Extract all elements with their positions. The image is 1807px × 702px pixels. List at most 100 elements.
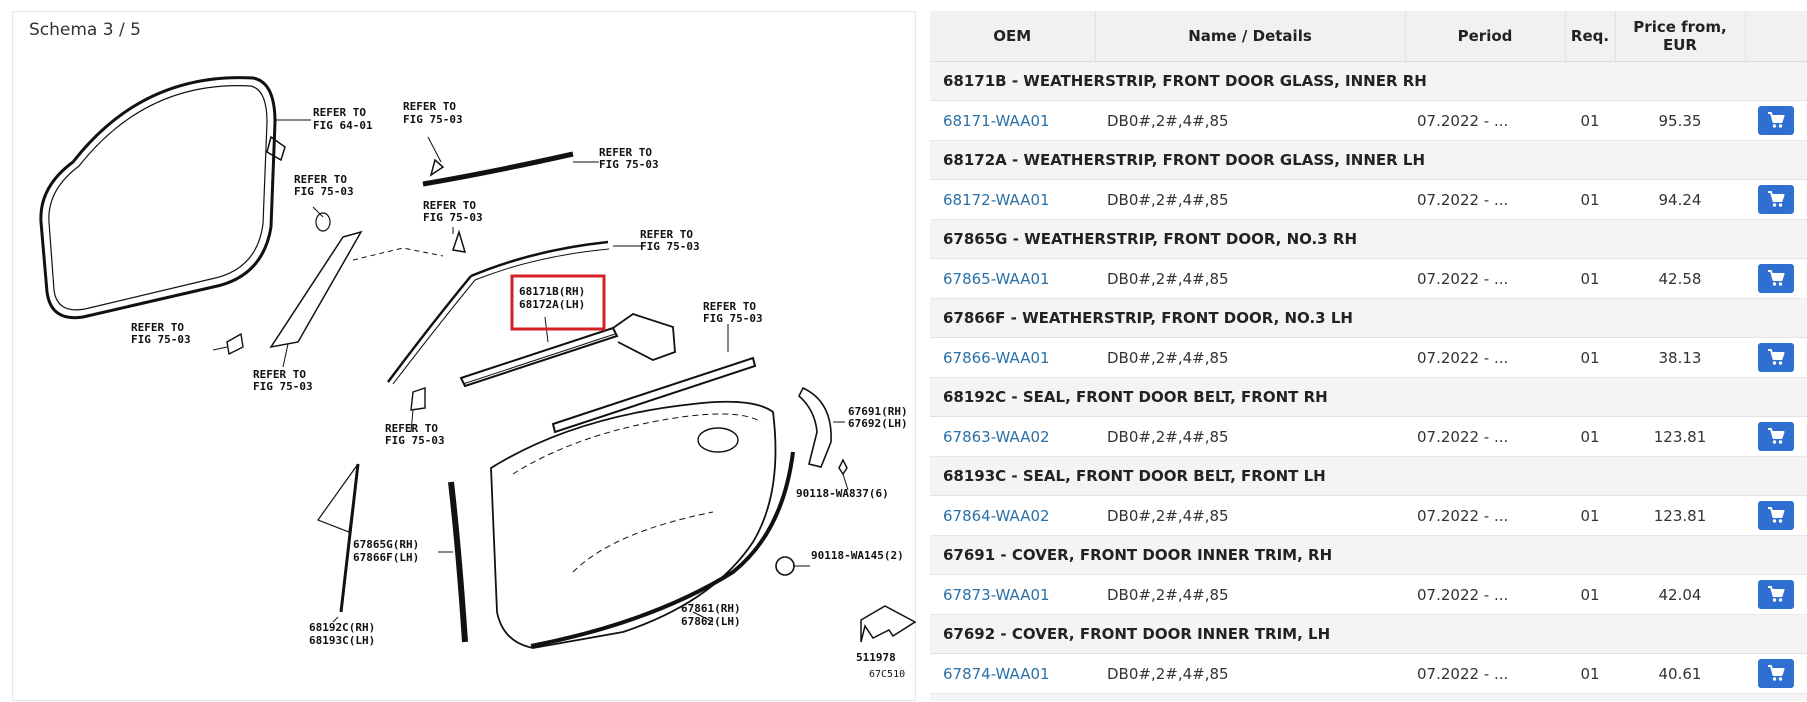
oem-link[interactable]: 67864-WAA02 [943,506,1050,525]
price-cell: 38.13 [1615,337,1745,378]
cart-cell [1745,416,1807,457]
period-cell: 07.2022 - ... [1405,653,1565,694]
group-title: 68193C - SEAL, FRONT DOOR BELT, FRONT LH [930,456,1807,496]
details-cell: DB0#,2#,4#,85 [1095,495,1405,536]
header-period[interactable]: Period [1404,11,1565,62]
glass-run-channel [387,240,609,383]
group-row: 68193C - SEAL, FRONT DOOR BELT, FRONT LH [930,456,1807,496]
add-to-cart-button[interactable] [1758,343,1794,372]
label-part-67861: 67861(RH) [681,602,741,615]
outer-belt-molding [551,356,757,434]
label-refer-to: REFER TO [599,146,652,159]
cart-cell [1745,574,1807,615]
period-cell: 07.2022 - ... [1405,258,1565,299]
req-cell: 01 [1565,179,1615,220]
label-code-67c510: 67C510 [869,669,905,680]
parts-table: OEM Name / Details Period Req. Price fro… [930,11,1807,701]
label-refer-to: REFER TO [385,422,438,435]
details-cell: DB0#,2#,4#,85 [1095,574,1405,615]
add-to-cart-button[interactable] [1758,580,1794,609]
trim-cover [798,386,832,468]
period-cell: 07.2022 - ... [1405,179,1565,220]
oem-link[interactable]: 67866-WAA01 [943,348,1050,367]
add-to-cart-button[interactable] [1758,264,1794,293]
label-fig: FIG 75-03 [640,240,700,253]
oem-link[interactable]: 67863-WAA02 [943,427,1050,446]
req-cell: 01 [1565,653,1615,694]
add-to-cart-button[interactable] [1758,422,1794,451]
group-title: 68172A - WEATHERSTRIP, FRONT DOOR GLASS,… [930,140,1807,180]
label-refer-to: REFER TO [403,100,456,113]
req-cell: 01 [1565,495,1615,536]
header-oem[interactable]: OEM [930,11,1095,62]
header-name-details[interactable]: Name / Details [1094,11,1405,62]
oem-cell: 68171-WAA01 [930,100,1095,141]
period-cell: 07.2022 - ... [1405,337,1565,378]
period-cell: 07.2022 - ... [1405,574,1565,615]
add-to-cart-button[interactable] [1758,501,1794,530]
label-refer-to: REFER TO [313,106,366,119]
req-cell: 01 [1565,337,1615,378]
price-cell: 95.35 [1615,100,1745,141]
group-title: 67866F - WEATHERSTRIP, FRONT DOOR, NO.3 … [930,298,1807,338]
header-req[interactable]: Req. [1564,11,1615,62]
label-refer-to: REFER TO [640,228,693,241]
schema-panel: Schema 3 / 5 [12,11,917,702]
add-to-cart-button[interactable] [1758,185,1794,214]
label-part-67862: 67862(LH) [681,615,741,628]
label-part-67692: 67692(LH) [848,417,908,430]
group-row: 68192C - SEAL, FRONT DOOR BELT, FRONT RH [930,377,1807,417]
cart-cell [1745,653,1807,694]
price-cell: 123.81 [1615,416,1745,457]
oem-link[interactable]: 67873-WAA01 [943,585,1050,604]
group-row: 68172A - WEATHERSTRIP, FRONT DOOR GLASS,… [930,140,1807,180]
label-part-90118-wa837: 90118-WA837(6) [796,487,889,500]
parts-diagram[interactable]: REFER TO FIG 64-01 REFER TO FIG 75-03 RE… [13,12,917,702]
price-cell: 94.24 [1615,179,1745,220]
label-fig: FIG 75-03 [131,333,191,346]
req-cell: 01 [1565,574,1615,615]
details-cell: DB0#,2#,4#,85 [1095,100,1405,141]
label-fig: FIG 75-03 [423,211,483,224]
oem-cell: 67863-WAA02 [930,416,1095,457]
oem-cell: 67864-WAA02 [930,495,1095,536]
group-title: 68171B - WEATHERSTRIP, FRONT DOOR GLASS,… [930,61,1807,101]
oem-link[interactable]: 68172-WAA01 [943,190,1050,209]
group-row: 67692 - COVER, FRONT DOOR INNER TRIM, LH [930,614,1807,654]
oem-link[interactable]: 67865-WAA01 [943,269,1050,288]
oem-link[interactable]: 68171-WAA01 [943,111,1050,130]
add-to-cart-button[interactable] [1758,659,1794,688]
header-price[interactable]: Price from, EUR [1614,11,1745,62]
window-frame-seal [39,76,277,320]
label-part-90118-wa145: 90118-WA145(2) [811,549,904,562]
label-refer-to: REFER TO [703,300,756,313]
label-fig: FIG 64-01 [313,119,373,132]
period-cell: 07.2022 - ... [1405,495,1565,536]
highlight-box [510,274,606,331]
cart-cell [1745,337,1807,378]
group-row: 67691 - COVER, FRONT DOOR INNER TRIM, RH [930,535,1807,575]
group-title: 67865G - WEATHERSTRIP, FRONT DOOR, NO.3 … [930,219,1807,259]
label-part-68171b: 68171B(RH) [519,285,585,298]
group-row: 67866F - WEATHERSTRIP, FRONT DOOR, NO.3 … [930,298,1807,338]
cart-cell [1745,100,1807,141]
oem-cell: 67873-WAA01 [930,574,1095,615]
add-to-cart-button[interactable] [1758,106,1794,135]
header-cart [1744,11,1807,62]
label-fig: FIG 75-03 [599,158,659,171]
details-cell: DB0#,2#,4#,85 [1095,416,1405,457]
door-bottom-seal [530,451,795,648]
table-header-row: OEM Name / Details Period Req. Price fro… [930,11,1807,62]
group-title: 67691 - COVER, FRONT DOOR INNER TRIM, RH [930,535,1807,575]
label-part-68172a: 68172A(LH) [519,298,585,311]
parts-table-panel: OEM Name / Details Period Req. Price fro… [930,11,1807,701]
label-fig: FIG 75-03 [703,312,763,325]
oem-link[interactable]: 67874-WAA01 [943,664,1050,683]
oem-cell: 68172-WAA01 [930,179,1095,220]
